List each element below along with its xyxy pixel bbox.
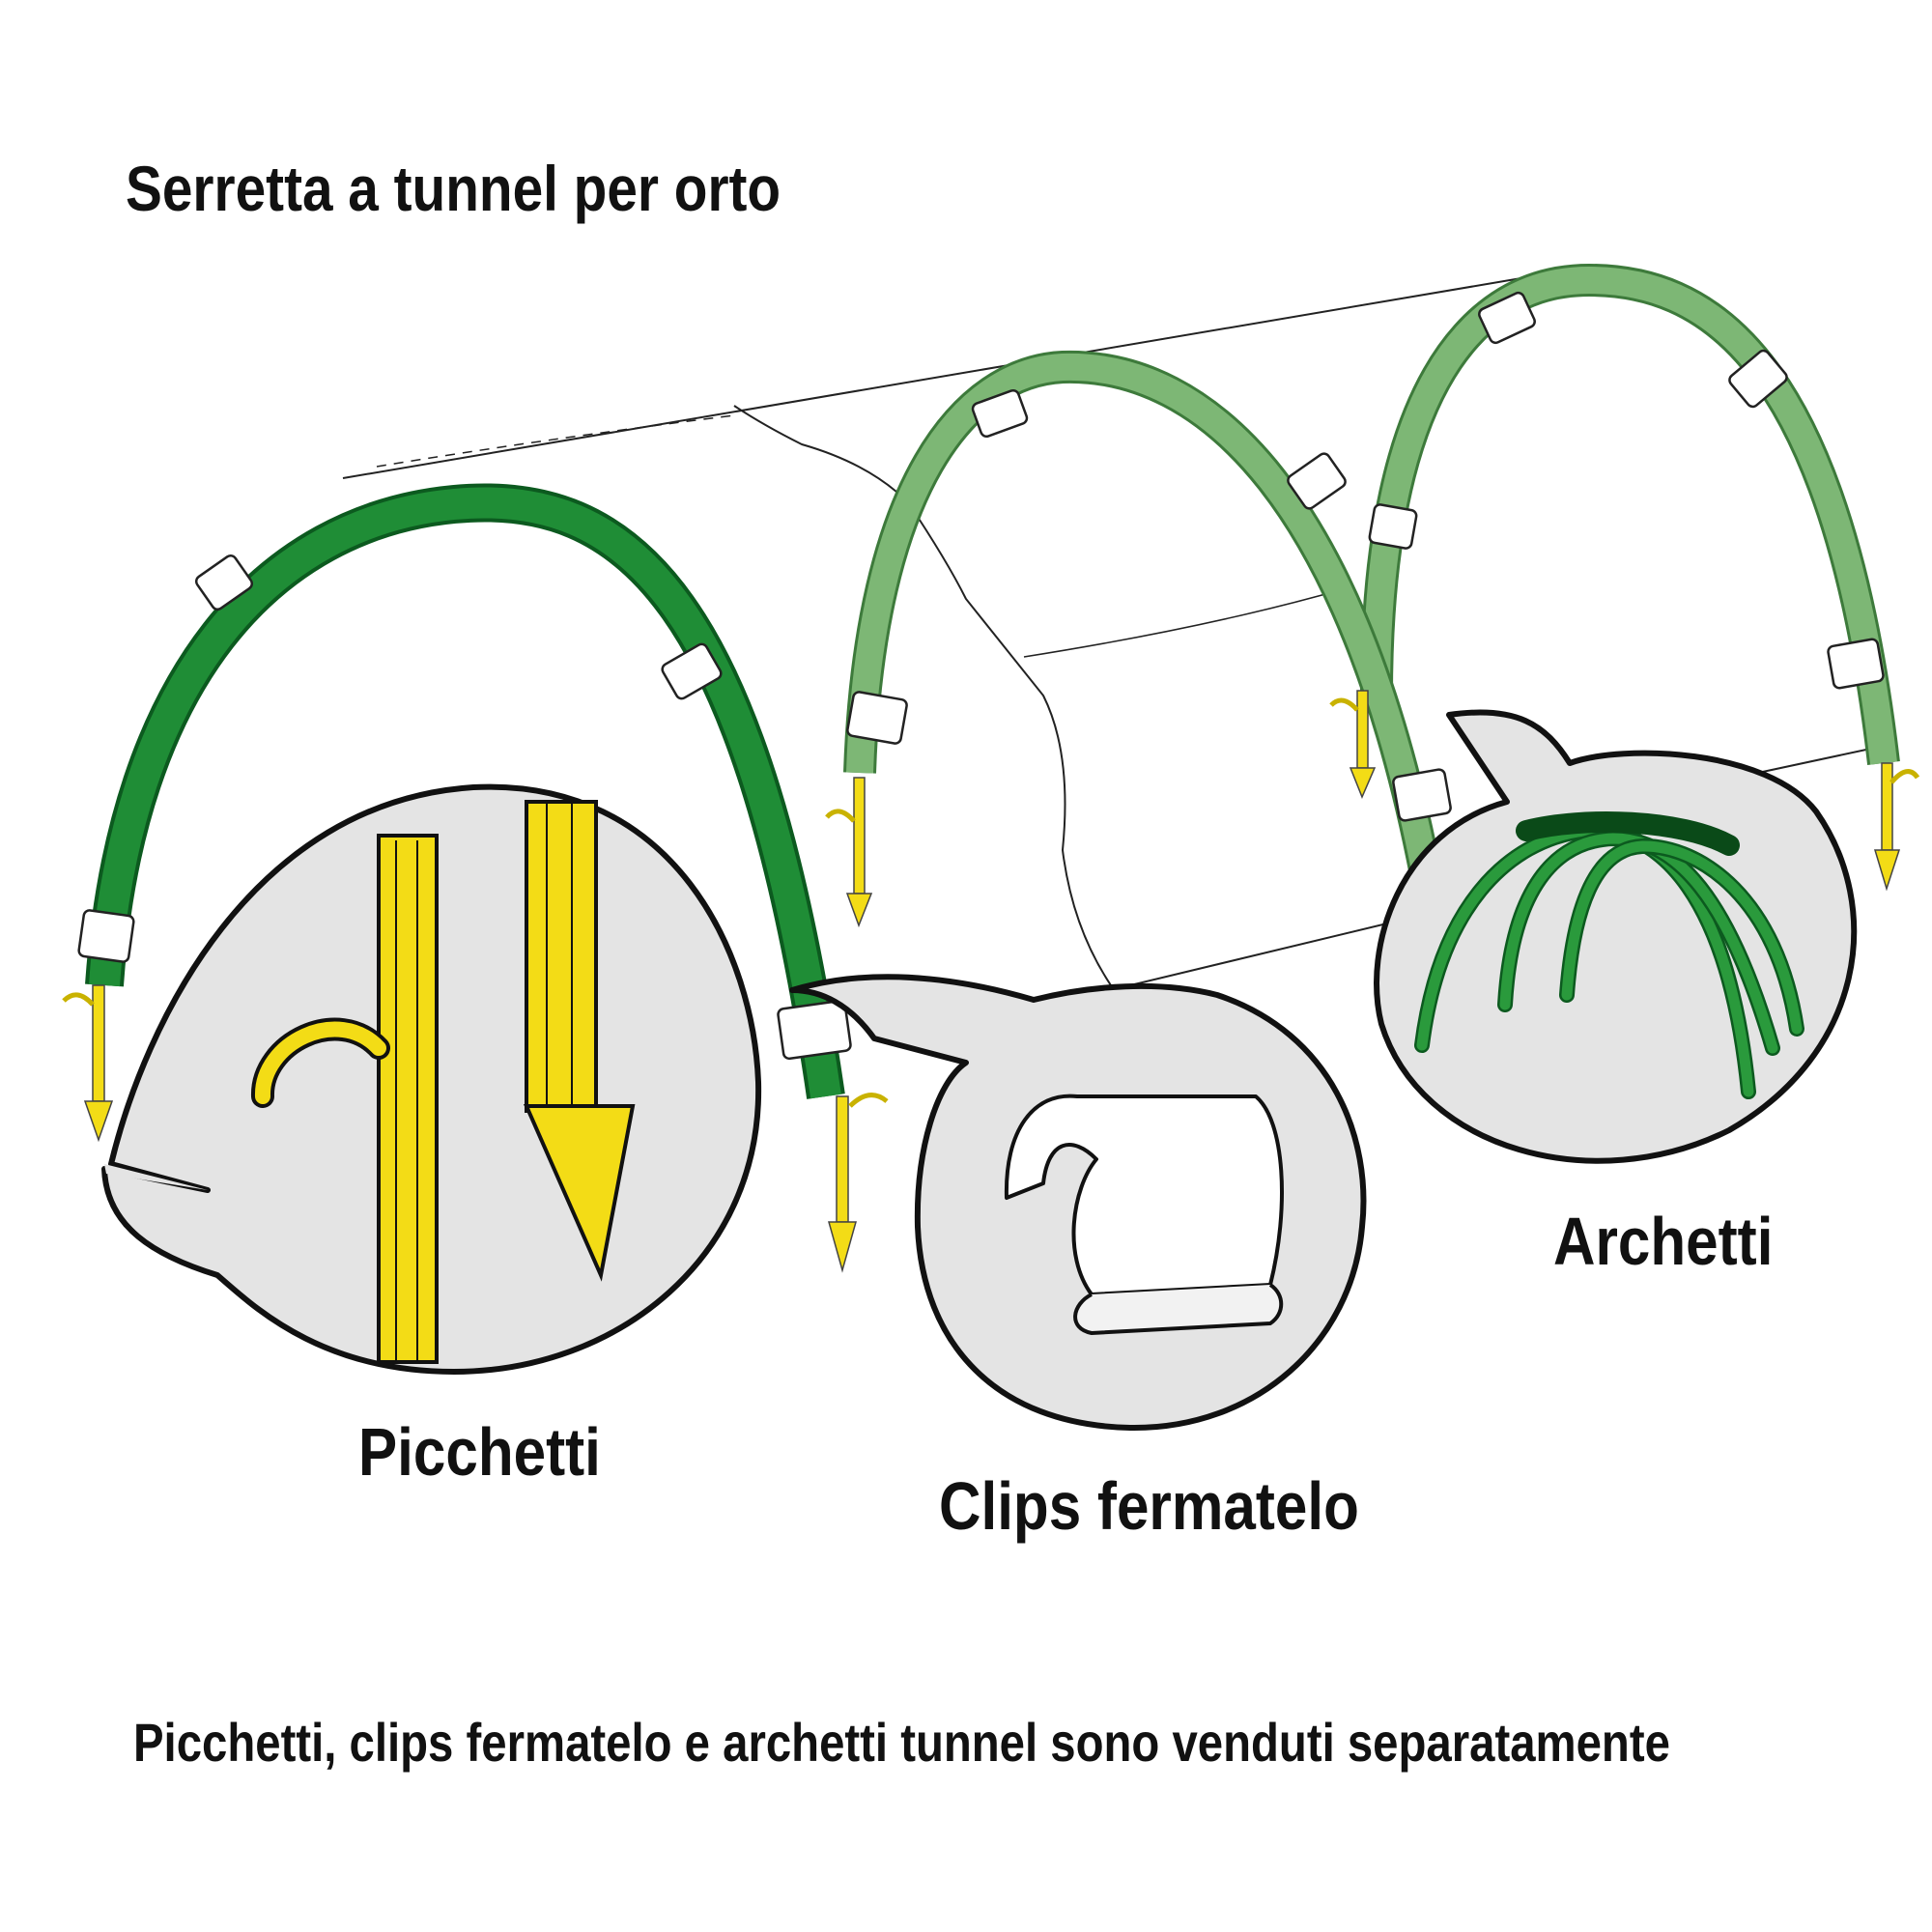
diagram-title: Serretta a tunnel per orto bbox=[126, 153, 781, 224]
tunnel-cover bbox=[342, 271, 1894, 986]
hoop-clips bbox=[77, 291, 1885, 1061]
footnote: Picchetti, clips fermatelo e archetti tu… bbox=[133, 1712, 1670, 1773]
stake-icon bbox=[825, 777, 873, 928]
clip-detail-icon bbox=[1004, 1094, 1284, 1335]
clip-icon bbox=[1392, 768, 1452, 822]
stake-icon bbox=[62, 984, 114, 1143]
hoop-rear-far bbox=[1360, 263, 1900, 765]
clip-icon bbox=[1728, 349, 1788, 409]
callout-archetti bbox=[1374, 709, 1858, 1164]
clip-icon bbox=[1827, 638, 1885, 690]
stake-icon bbox=[1329, 690, 1377, 799]
stake-icon bbox=[1873, 762, 1920, 892]
clip-icon bbox=[1478, 291, 1536, 345]
clip-icon bbox=[1287, 452, 1347, 510]
callout-label-picchetti: Picchetti bbox=[358, 1414, 601, 1490]
callout-label-clips: Clips fermatelo bbox=[939, 1468, 1359, 1544]
small-stakes bbox=[62, 690, 1920, 1273]
clip-icon bbox=[846, 691, 908, 745]
clip-icon bbox=[1368, 503, 1418, 550]
stake-detail-icon bbox=[251, 800, 636, 1364]
callout-label-archetti: Archetti bbox=[1553, 1204, 1774, 1279]
callout-picchetti bbox=[101, 783, 762, 1375]
clip-icon bbox=[971, 388, 1029, 439]
callout-clips bbox=[789, 974, 1367, 1432]
hoop-front bbox=[85, 483, 845, 1099]
clip-icon bbox=[777, 999, 852, 1061]
hoop-rear-middle bbox=[843, 350, 1441, 873]
clip-icon bbox=[661, 642, 723, 700]
hoops-bundle-icon bbox=[1414, 811, 1804, 1099]
clip-icon bbox=[77, 909, 135, 963]
stake-icon bbox=[828, 1093, 889, 1273]
clip-icon bbox=[194, 554, 254, 611]
